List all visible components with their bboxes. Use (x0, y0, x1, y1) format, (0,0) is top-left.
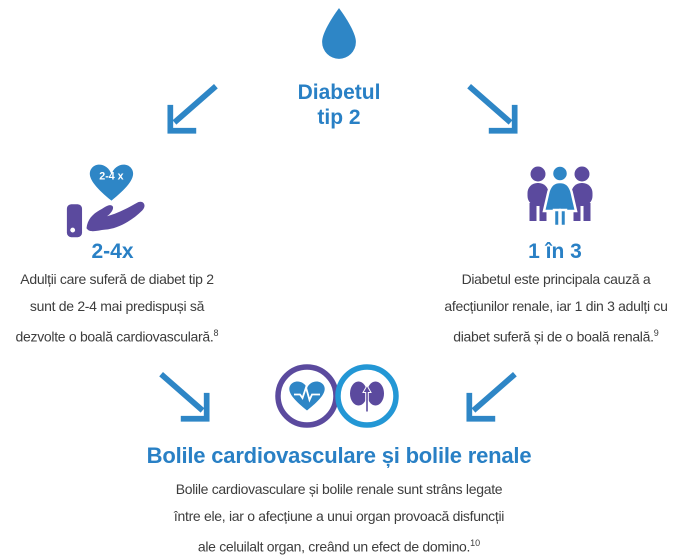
main-title: Diabetul tip 2 (239, 80, 439, 130)
heart-pulse-circle-icon (275, 364, 339, 428)
reference-marker: 10 (470, 538, 481, 548)
arrow-down-left-icon (161, 84, 219, 136)
paragraph-line: Bolile cardiovasculare și bolile renale … (175, 481, 503, 497)
heart-kidneys-circles (274, 360, 400, 432)
renal-stat-paragraph: Diabetul este principala cauză a afecțiu… (436, 266, 676, 351)
paragraph-line: sunt de 2-4 mai predispuși să (29, 298, 205, 314)
cardio-renal-heading: Bolile cardiovasculare și bolile renale (146, 443, 532, 468)
cardio-risk-paragraph: Adulții care suferă de diabet tip 2 sunt… (0, 266, 234, 351)
arrow-down-right-icon (158, 372, 216, 424)
heart-badge-label: 2-4 x (99, 170, 123, 182)
three-people-icon (526, 166, 594, 228)
cardio-risk-heading: 2-4x (91, 240, 134, 263)
arrow-down-left-icon (460, 372, 518, 424)
main-title-line1: Diabetul (297, 81, 381, 104)
main-title-line2: tip 2 (317, 106, 361, 129)
reference-marker: 8 (213, 328, 219, 338)
renal-stat-heading: 1 în 3 (528, 240, 582, 263)
paragraph-line: ale celuilalt organ, creând un efect de … (139, 530, 539, 559)
paragraph-line: diabet suferă și de o boală renală.9 (436, 320, 676, 351)
paragraph-line: dezvolte o boală cardiovasculară.8 (0, 320, 234, 351)
heart-in-hand-icon: 2-4 x (66, 157, 148, 239)
cardio-renal-paragraph: Bolile cardiovasculare și bolile renale … (139, 476, 539, 559)
water-drop-icon (320, 7, 358, 60)
paragraph-line: Adulții care suferă de diabet tip 2 (20, 271, 214, 287)
paragraph-line: afecțiunilor renale, iar 1 din 3 adulți … (444, 298, 668, 314)
kidneys-circle-icon (335, 364, 399, 428)
paragraph-line-text: diabet suferă și de o boală renală. (453, 328, 654, 345)
paragraph-line: între ele, iar o afecțiune a unui organ … (173, 508, 505, 524)
paragraph-line-text: dezvolte o boală cardiovasculară. (15, 328, 214, 345)
arrow-down-right-icon (466, 84, 524, 136)
paragraph-line: Diabetul este principala cauză a (461, 271, 651, 287)
reference-marker: 9 (653, 328, 659, 338)
paragraph-line-text: ale celuilalt organ, creând un efect de … (197, 538, 471, 555)
